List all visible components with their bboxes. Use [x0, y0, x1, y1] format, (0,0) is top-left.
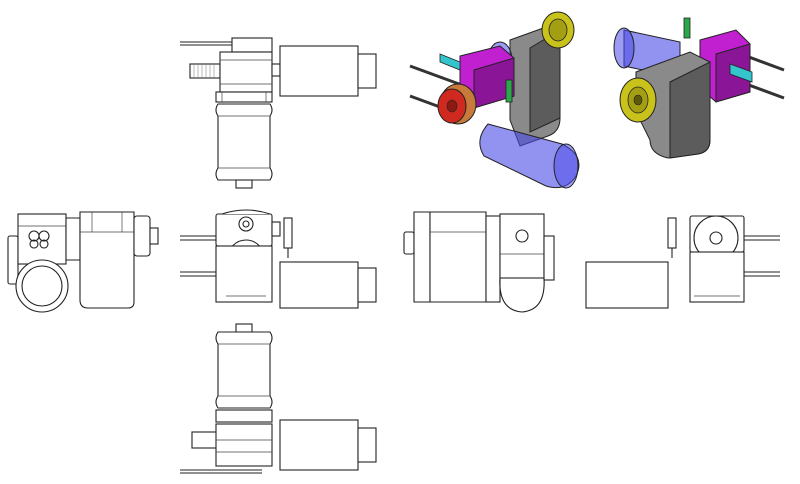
left-view[interactable]	[7, 211, 159, 313]
isometric-view-1[interactable]	[409, 11, 580, 189]
isometric-view-2[interactable]	[613, 17, 785, 159]
back-view[interactable]	[403, 211, 555, 313]
front-view[interactable]	[180, 209, 377, 309]
right-view[interactable]	[585, 215, 780, 309]
top-view[interactable]	[180, 37, 377, 189]
bottom-view[interactable]	[180, 323, 377, 474]
